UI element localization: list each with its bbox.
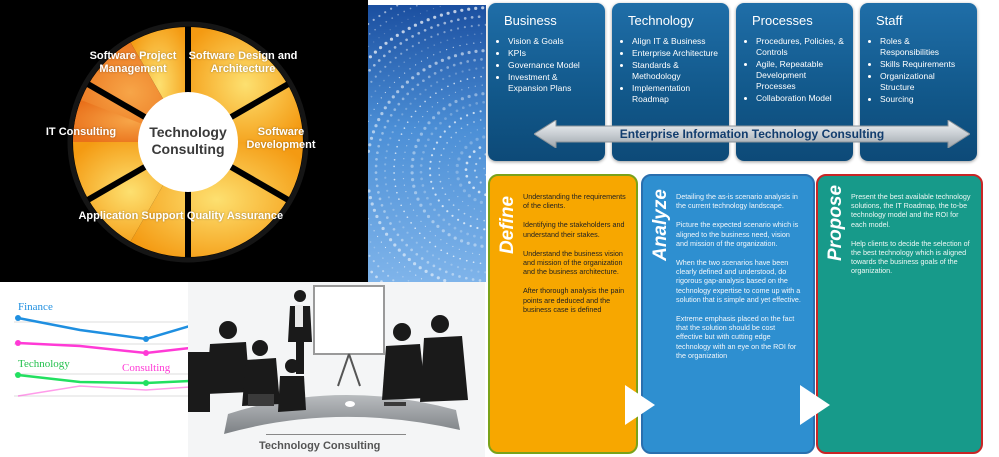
segment-label-development: Software Development: [246, 126, 316, 151]
column-item: Procedures, Policies, & Controls: [756, 36, 847, 58]
segment-label-design: Software Design and Architecture: [188, 50, 298, 75]
card-paragraph: Extreme emphasis placed on the fact that…: [676, 314, 797, 360]
card-paragraph: Help clients to decide the selection of …: [851, 238, 970, 276]
segment-label-project-management: Software Project Management: [89, 50, 177, 75]
column-item: KPIs: [508, 48, 599, 59]
card-paragraph: Identifying the stakeholders and underst…: [523, 220, 625, 239]
card-paragraph: Present the best available technology so…: [851, 192, 971, 229]
column-item: Sourcing: [880, 94, 971, 105]
column-item: Investment & Expansion Plans: [508, 72, 599, 94]
card-title: Propose: [825, 184, 846, 261]
column-item: Align IT & Business: [632, 36, 723, 47]
column-title: Staff: [876, 13, 903, 28]
meeting-svg: [188, 285, 468, 434]
chevron-right-icon: [800, 385, 830, 425]
meeting-caption: Technology Consulting: [259, 440, 381, 452]
column-title: Business: [504, 13, 557, 28]
column-item: Implementation Roadmap: [632, 83, 723, 105]
banner-label: Enterprise Information Technology Consul…: [619, 127, 885, 141]
card-analyze: Analyze Detailing the as-is scenario ana…: [641, 174, 815, 454]
card-paragraph: Detailing the as-is scenario analysis in…: [676, 192, 798, 211]
consulting-label: Consulting: [122, 362, 171, 374]
column-item: Standards & Methodology: [632, 60, 723, 82]
consulting-framework: Business Vision & Goals KPIs Governance …: [488, 3, 998, 166]
card-propose: Propose Present the best available techn…: [816, 174, 983, 454]
meeting-illustration: [188, 282, 485, 457]
card-paragraph: Understand the business vision and missi…: [523, 248, 623, 277]
card-title: Analyze: [650, 189, 671, 261]
column-title: Technology: [628, 13, 694, 28]
segment-label-app-support: Application Support: [78, 210, 184, 222]
wheel-center-label: Technology Consulting: [149, 124, 227, 157]
card-title: Define: [497, 195, 518, 255]
column-item: Governance Model: [508, 60, 599, 71]
wheel-center: [138, 92, 238, 192]
column-item: Skills Requirements: [880, 59, 971, 70]
column-title: Processes: [752, 13, 813, 28]
card-paragraph: Understanding the requirements of the cl…: [523, 192, 626, 211]
card-paragraph: After thorough analysis the pain points …: [523, 286, 625, 314]
magenta-line: [17, 341, 191, 355]
card-paragraph: Picture the expected scenario which is a…: [676, 220, 799, 248]
dots-svg: [368, 5, 486, 282]
card-paragraph: When the two scenarios have been clearly…: [676, 258, 801, 304]
pink-line: [17, 385, 191, 397]
chevron-right-icon: [625, 385, 655, 425]
column-item: Agile, Repeatable Development Processes: [756, 59, 847, 92]
technology-label: Technology: [18, 358, 70, 370]
wheel-graphic: Software Project Management Software Des…: [0, 0, 368, 282]
finance-line: [17, 316, 191, 341]
trend-lines-svg: [14, 315, 191, 397]
column-item: Collaboration Model: [756, 93, 847, 104]
segment-label-qa: Quality Assurance: [186, 210, 284, 222]
card-define: Define Understanding the requirements of…: [488, 174, 638, 454]
technology-line: [17, 373, 191, 385]
column-item: Vision & Goals: [508, 36, 599, 47]
abstract-dots-image: [368, 5, 486, 282]
column-item: Roles & Responsibilities: [880, 36, 971, 58]
trend-lines-graphic: Finance Technology Consulting: [0, 282, 191, 442]
segment-label-it-consulting: IT Consulting: [45, 126, 117, 138]
column-item: Organizational Structure: [880, 71, 971, 93]
column-item: Enterprise Architecture: [632, 48, 723, 59]
double-arrow-banner: [534, 120, 970, 148]
wheel-svg: [67, 20, 309, 264]
finance-label: Finance: [18, 301, 53, 313]
